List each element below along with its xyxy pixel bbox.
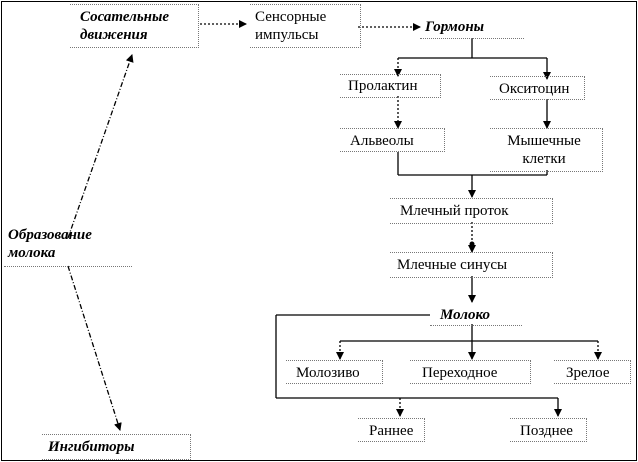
node-muscle-line1: Мышечные [507,133,581,149]
node-milk-formation: Образование молока [8,226,92,262]
node-sensory-line2: импульсы [255,27,319,43]
node-formation-line2: молока [8,245,56,261]
arrow-formation-to-sucking [67,54,134,239]
node-formation-line1: Образование [8,227,92,243]
node-milk: Молоко [440,307,490,323]
node-sensory-line1: Сенсорные [255,9,327,25]
arrow-formation-to-inhibitors [67,265,122,431]
node-oxytocin: Окситоцин [499,81,570,97]
node-mature: Зрелое [566,365,610,381]
node-sucking-line1: Сосательные [80,9,170,25]
dot-duct-to-sinuses [469,241,475,247]
node-muscle-line2: клетки [522,151,566,167]
node-inhibitors: Ингибиторы [48,439,135,455]
node-prolactin: Пролактин [348,78,418,94]
node-early: Раннее [369,423,414,439]
node-sucking-movements: Сосательные движения [80,8,169,44]
node-transitional: Переходное [422,365,498,381]
node-colostrum: Молозиво [296,365,360,381]
node-muscle-cells: Мышечные клетки [496,132,592,168]
node-sucking-line2: движения [80,27,148,43]
node-late: Позднее [520,423,573,439]
node-alveoli: Альвеолы [350,133,414,149]
node-sensory-impulses: Сенсорные импульсы [255,8,326,44]
node-hormones: Гормоны [425,19,485,35]
node-milk-sinuses: Млечные синусы [397,257,508,273]
node-milk-duct: Млечный проток [400,203,509,219]
